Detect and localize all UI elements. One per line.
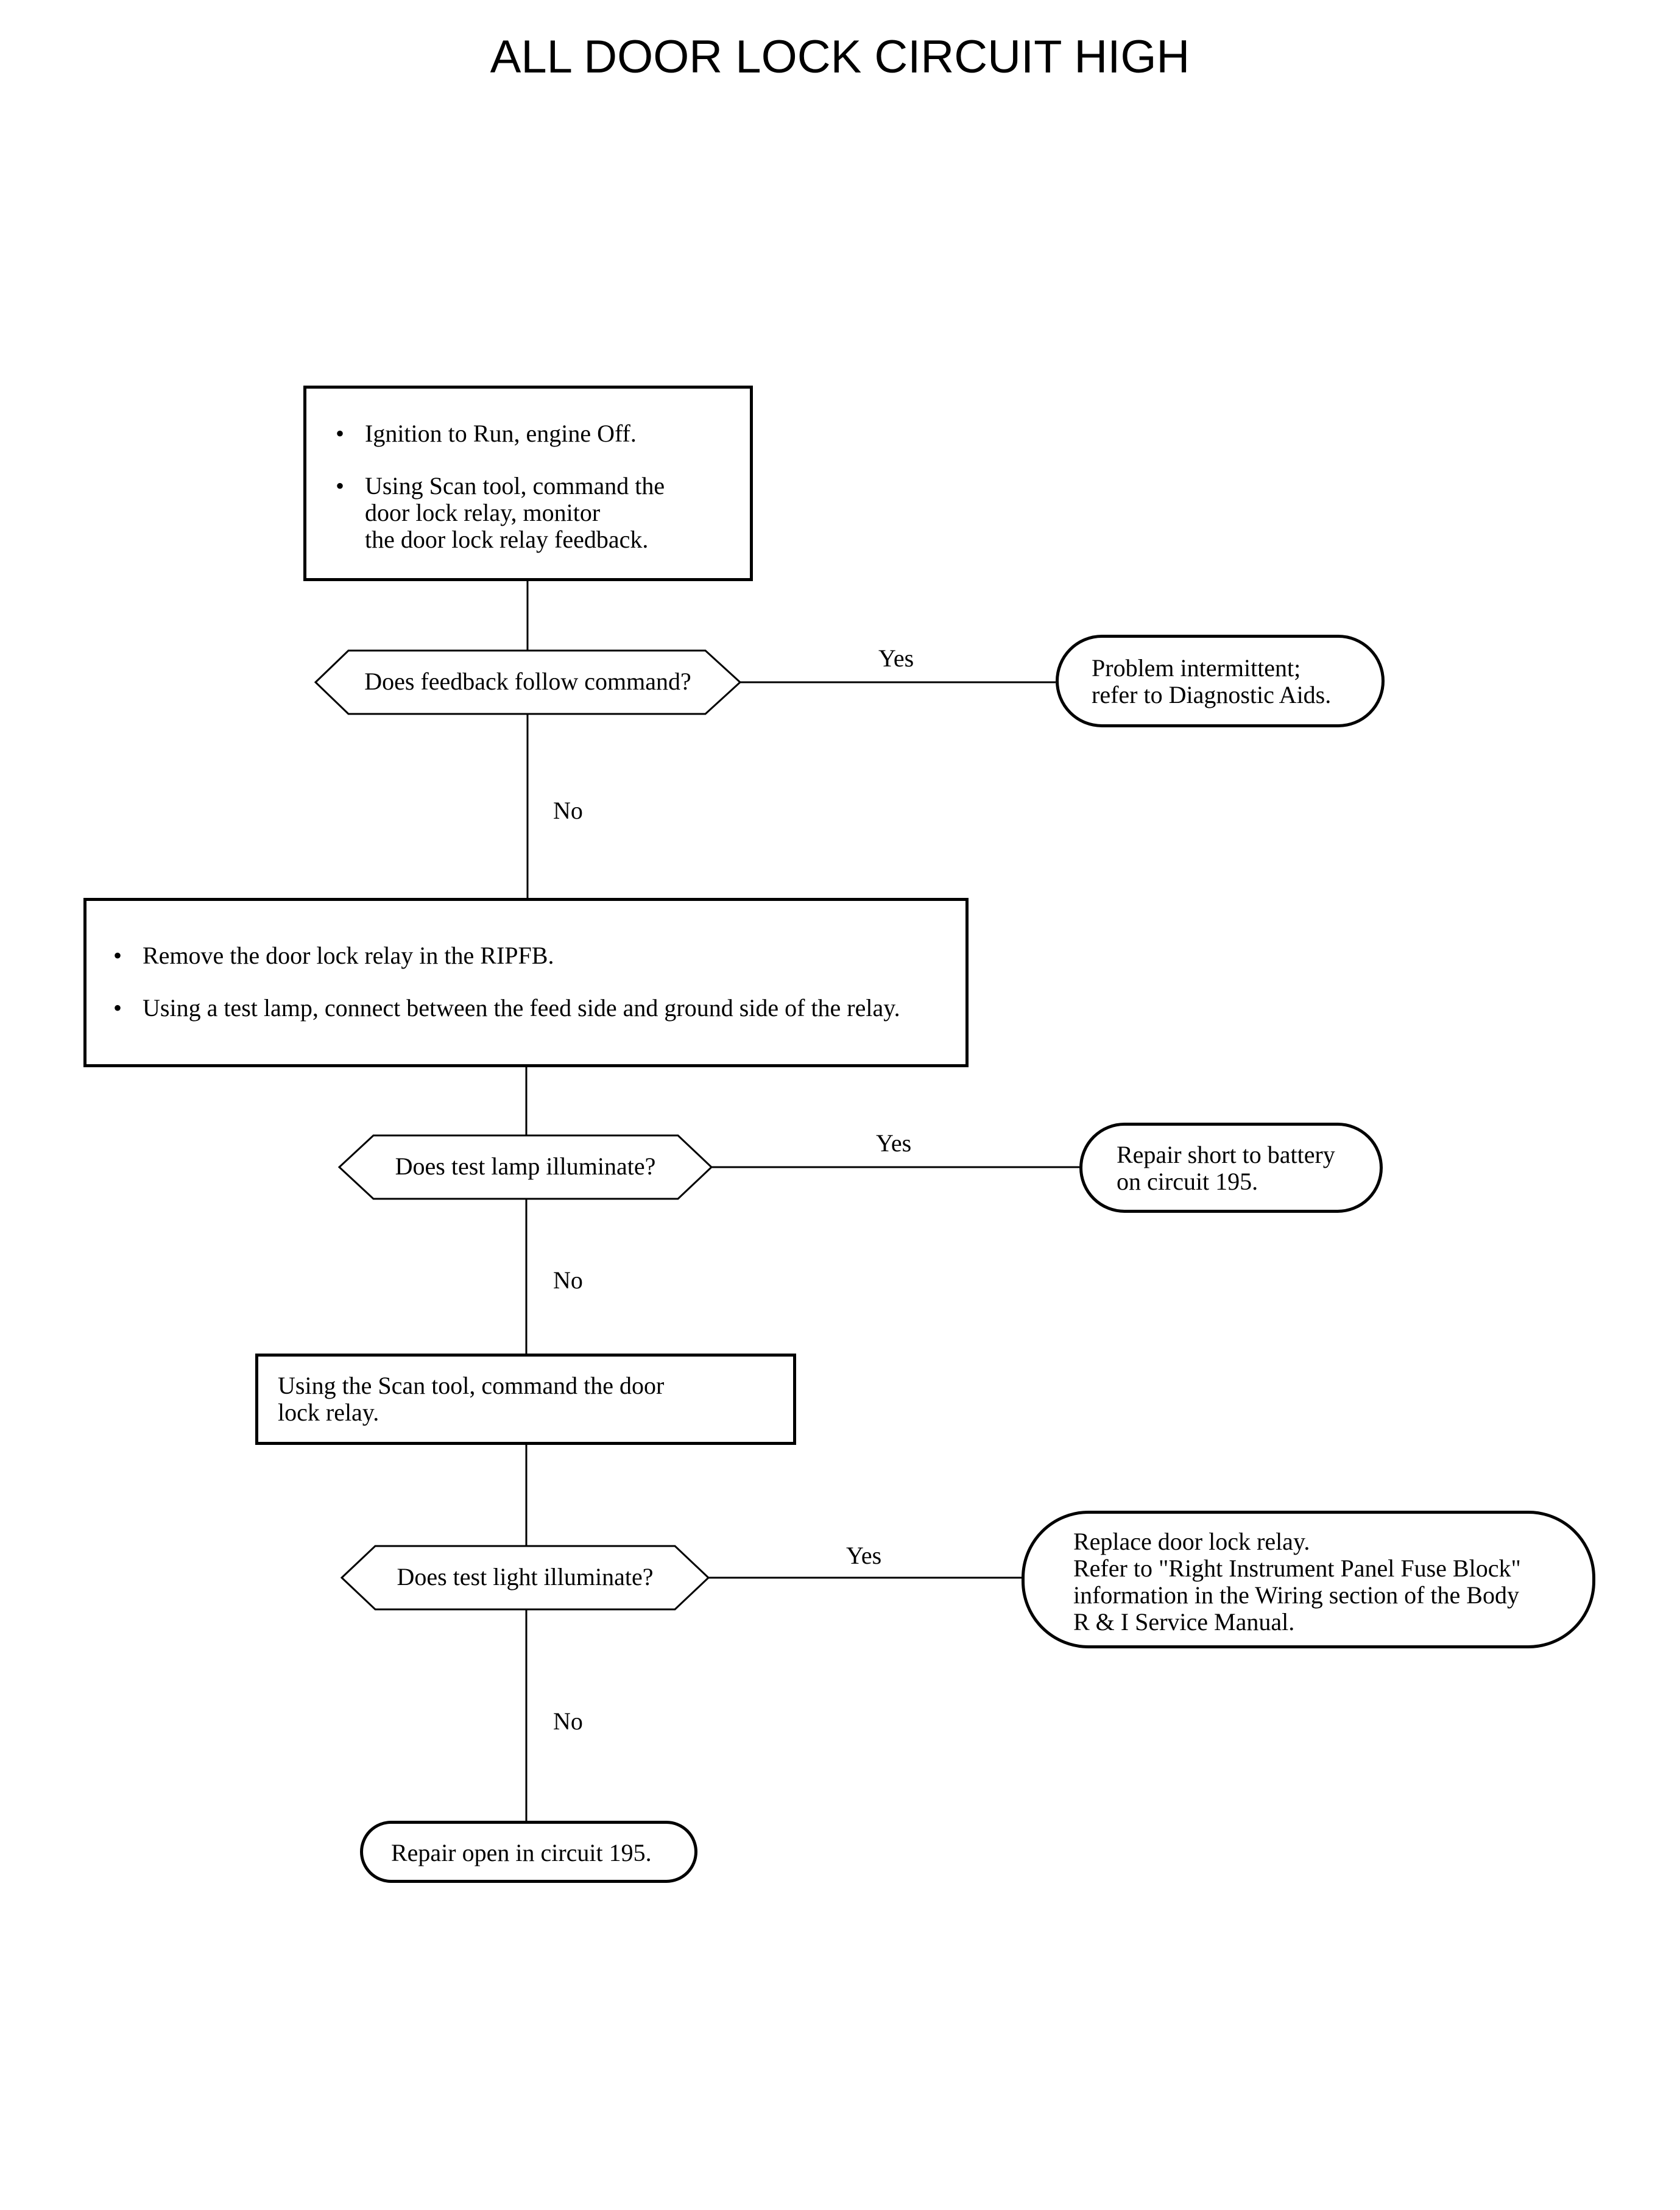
decision3-no-label: No (553, 1707, 583, 1735)
step2-bullet-2: Using a test lamp, connect between the f… (107, 995, 953, 1022)
decision1-no-label: No (553, 797, 583, 824)
page-title: ALL DOOR LOCK CIRCUIT HIGH (490, 31, 1190, 83)
result2-terminal: Repair short to battery on circuit 195. (1079, 1123, 1383, 1213)
decision3-question: Does test light illuminate? (397, 1563, 654, 1590)
step1-bullet-1: Ignition to Run, engine Off. (330, 420, 732, 448)
decision2-question: Does test lamp illuminate? (395, 1153, 656, 1180)
decision3-diamond (340, 1545, 710, 1611)
result4-terminal: Repair open in circuit 195. (360, 1821, 697, 1883)
decision3-yes-label: Yes (846, 1542, 882, 1569)
decision1-yes-label: Yes (878, 644, 914, 672)
step1-box: Ignition to Run, engine Off. Using Scan … (303, 386, 753, 581)
decision1-diamond (314, 649, 742, 715)
step3-box: Using the Scan tool, command the door lo… (255, 1354, 796, 1445)
step2-box: Remove the door lock relay in the RIPFB.… (83, 898, 969, 1067)
step1-bullet-2: Using Scan tool, command the door lock r… (330, 473, 732, 553)
decision2-yes-label: Yes (876, 1129, 912, 1157)
decision2-diamond (337, 1134, 713, 1200)
result1-terminal: Problem intermittent; refer to Diagnosti… (1056, 635, 1385, 727)
decision2-no-label: No (553, 1266, 583, 1294)
decision1-question: Does feedback follow command? (364, 668, 691, 695)
step1-list: Ignition to Run, engine Off. Using Scan … (330, 420, 732, 553)
step2-bullet-1: Remove the door lock relay in the RIPFB. (107, 942, 953, 970)
result3-terminal: Replace door lock relay. Refer to "Right… (1022, 1511, 1595, 1648)
step2-list: Remove the door lock relay in the RIPFB.… (107, 942, 953, 1022)
